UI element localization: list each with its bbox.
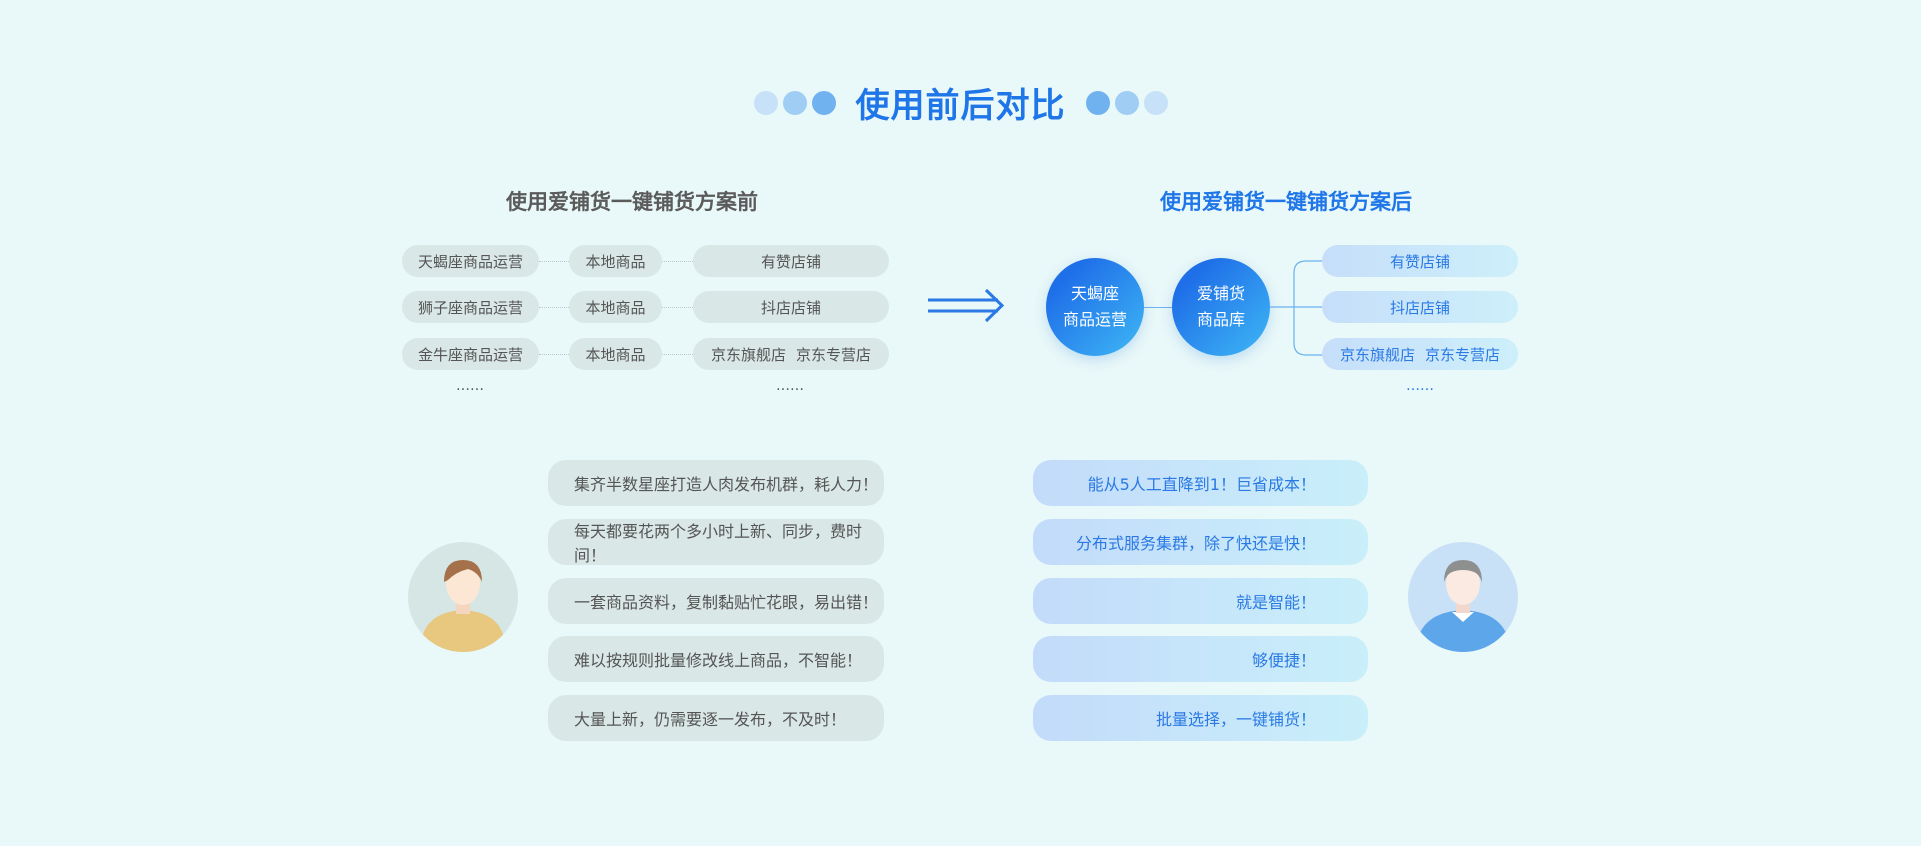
- ellipsis: ……: [776, 378, 804, 394]
- complaint-bubble: 集齐半数星座打造人肉发布机群，耗人力！: [548, 460, 884, 506]
- benefit-bubble: 就是智能！: [1033, 578, 1368, 624]
- benefit-bubble: 能从5人工直降到1！巨省成本！: [1033, 460, 1368, 506]
- store-label: 抖店店铺: [760, 298, 821, 317]
- after-subtitle: 使用爱铺货一键铺货方案后: [1160, 190, 1412, 214]
- store-pill: 有赞店铺: [1322, 245, 1518, 277]
- dotted-connector: [539, 261, 569, 262]
- dotted-connector: [662, 354, 693, 355]
- benefit-bubble: 分布式服务集群，除了快还是快！: [1033, 519, 1368, 565]
- operator-pill: 金牛座商品运营: [402, 338, 539, 370]
- dotted-connector: [539, 354, 569, 355]
- decor-dots-left-icon: [753, 90, 836, 115]
- ellipsis: ……: [1406, 378, 1434, 394]
- store-label: 有赞店铺: [760, 252, 821, 271]
- goods-pill: 本地商品: [569, 291, 662, 323]
- connector-line: [1144, 307, 1172, 308]
- store-label: 京东旗舰店: [710, 345, 786, 364]
- store-label: 抖店店铺: [1389, 298, 1450, 317]
- header: 使用前后对比: [0, 78, 1921, 127]
- complaint-bubble: 大量上新，仍需要逐一发布，不及时！: [548, 695, 884, 741]
- store-label: 京东专营店: [1425, 345, 1501, 364]
- store-pill: 有赞店铺: [693, 245, 889, 277]
- store-pill: 京东旗舰店 京东专营店: [693, 338, 889, 370]
- person-after-avatar: [1408, 542, 1518, 652]
- branch-connector: [1270, 260, 1322, 356]
- store-pill: 抖店店铺: [1322, 291, 1518, 323]
- store-pill: 京东旗舰店 京东专营店: [1322, 338, 1518, 370]
- dotted-connector: [539, 307, 569, 308]
- store-label: 京东旗舰店: [1339, 345, 1415, 364]
- benefit-bubble: 批量选择，一键铺货！: [1033, 695, 1368, 741]
- benefit-bubble: 够便捷！: [1033, 636, 1368, 682]
- operator-node: 天蝎座 商品运营: [1046, 258, 1144, 356]
- library-node: 爱铺货 商品库: [1172, 258, 1270, 356]
- store-pill: 抖店店铺: [693, 291, 889, 323]
- goods-pill: 本地商品: [569, 338, 662, 370]
- store-label: 有赞店铺: [1389, 252, 1450, 271]
- person-before-avatar: [408, 542, 518, 652]
- operator-pill: 天蝎座商品运营: [402, 245, 539, 277]
- node-label: 商品运营: [1062, 310, 1127, 329]
- double-arrow-icon: [928, 288, 1005, 323]
- decor-dots-right-icon: [1085, 90, 1168, 115]
- complaint-bubble: 难以按规则批量修改线上商品，不智能！: [548, 636, 884, 682]
- before-subtitle: 使用爱铺货一键铺货方案前: [506, 190, 758, 214]
- goods-pill: 本地商品: [569, 245, 662, 277]
- dotted-connector: [662, 261, 693, 262]
- complaint-bubble: 一套商品资料，复制黏贴忙花眼，易出错！: [548, 578, 884, 624]
- dotted-connector: [662, 307, 693, 308]
- complaint-bubble: 每天都要花两个多小时上新、同步，费时间！: [548, 519, 884, 565]
- page-title: 使用前后对比: [855, 86, 1066, 126]
- ellipsis: ……: [456, 378, 484, 394]
- node-label: 商品库: [1196, 310, 1245, 329]
- operator-pill: 狮子座商品运营: [402, 291, 539, 323]
- store-label: 京东专营店: [796, 345, 872, 364]
- node-label: 天蝎座: [1070, 284, 1119, 303]
- node-label: 爱铺货: [1196, 284, 1245, 303]
